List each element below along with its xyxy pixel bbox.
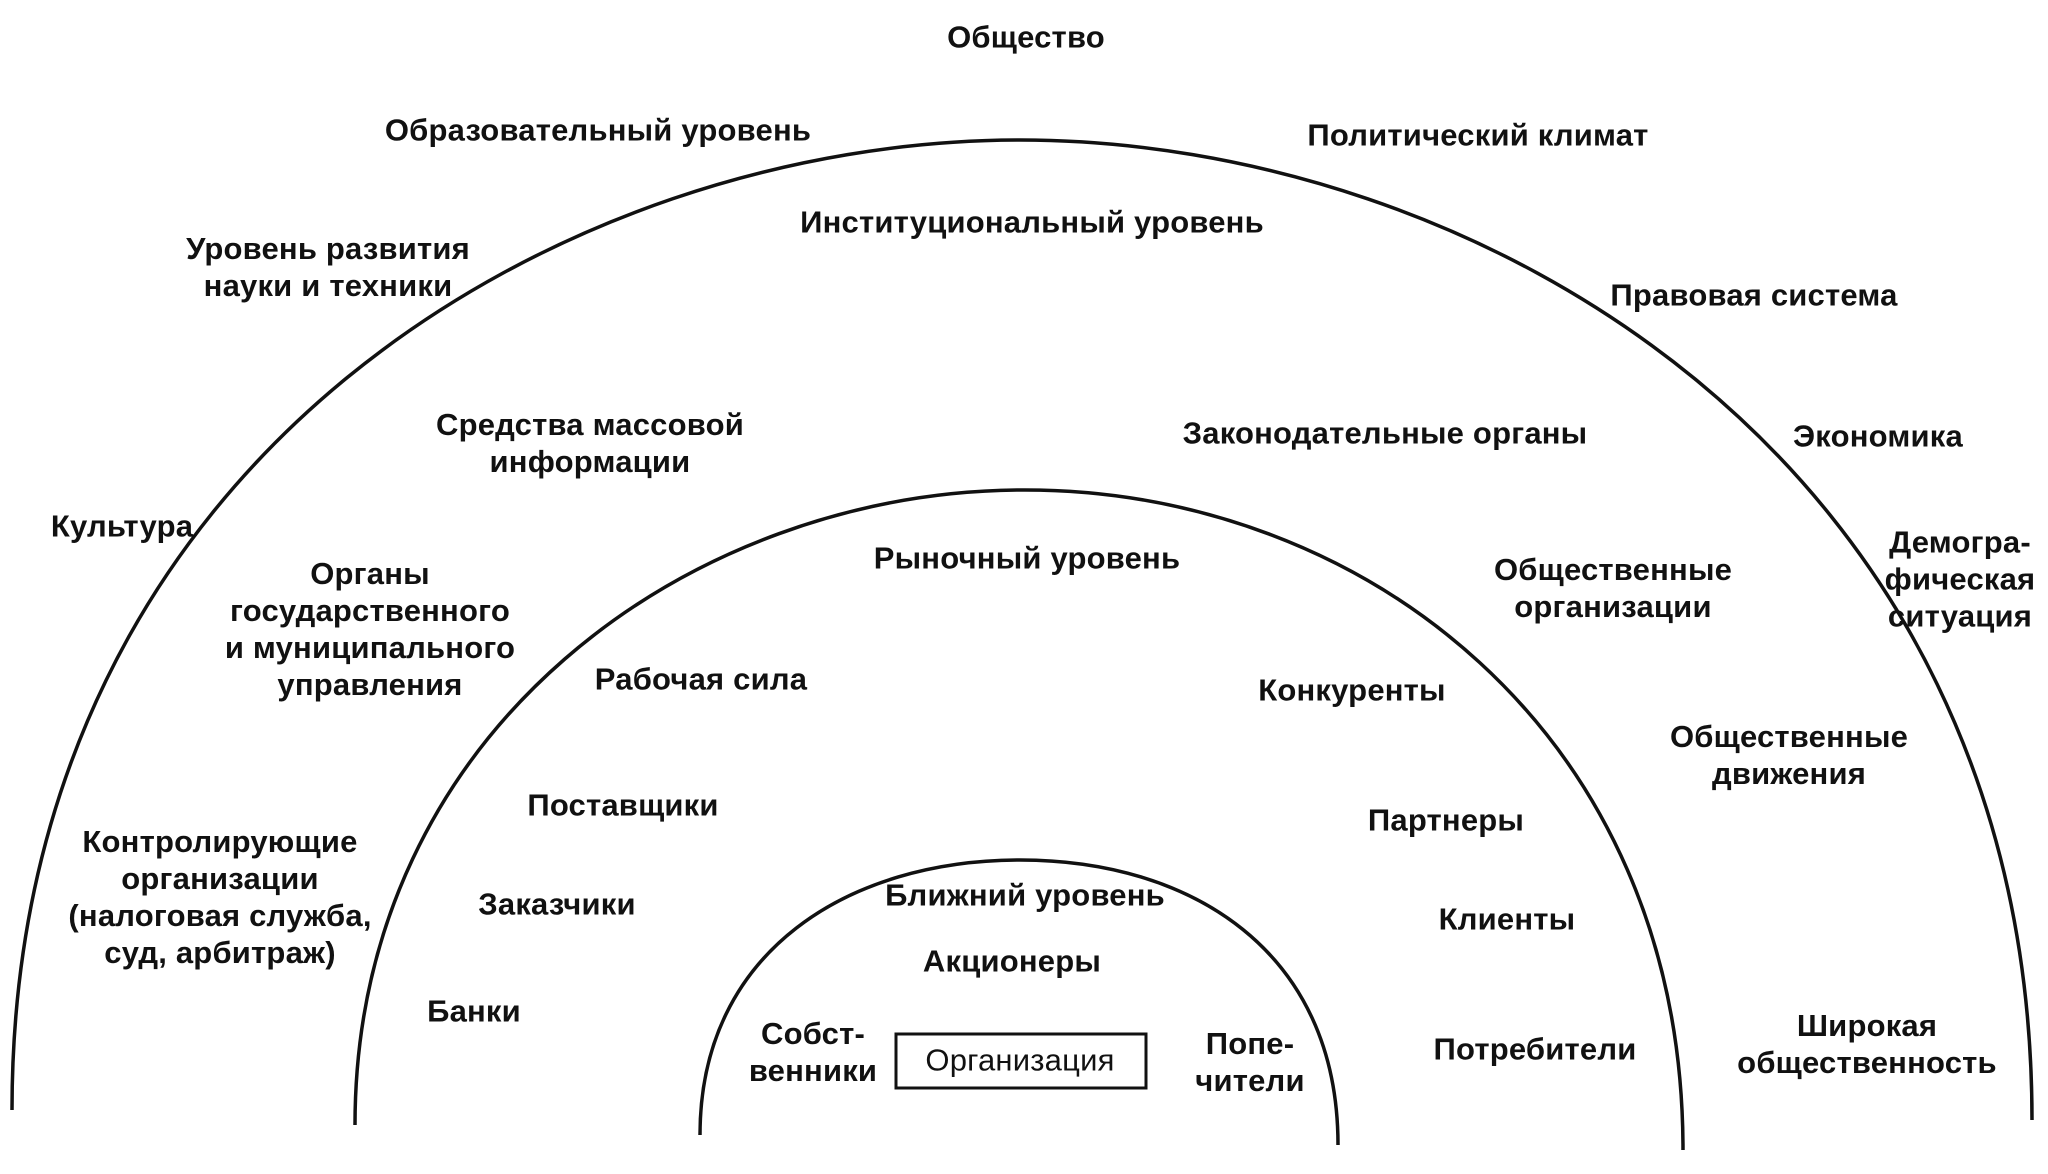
general-public-label: Широкая общественность: [1737, 1007, 1997, 1081]
workforce-label: Рабочая сила: [594, 661, 808, 697]
mass-media-line-1: Средства массовой: [436, 407, 744, 442]
owners-line-1: Собст-: [760, 1016, 865, 1051]
education-level-label: Образовательный уровень: [384, 112, 812, 148]
demography-line-3: ситуация: [1887, 598, 2033, 634]
legislative-bodies-label: Законодательные органы: [1182, 415, 1588, 451]
science-tech-line-2: науки и техники: [203, 268, 453, 303]
trustees-line-2: чители: [1195, 1063, 1305, 1098]
organization-label: Организация: [925, 1042, 1115, 1078]
government-bodies-line-2: государственного: [230, 593, 510, 628]
science-tech-line-1: Уровень развития: [186, 231, 470, 266]
demography-label: Демогра- фическая ситуация: [1885, 524, 2036, 635]
control-organizations-label: Контролирующие организации (налоговая сл…: [68, 823, 371, 971]
owners-line-2: венники: [748, 1053, 878, 1088]
demography-line-2: фическая: [1884, 561, 2036, 597]
shareholders-label: Акционеры: [922, 943, 1102, 979]
public-organizations-line-2: организации: [1514, 589, 1712, 624]
outer-arc-institutional-level: [10, 138, 2034, 1121]
demography-line-1: Демогра-: [1889, 524, 2031, 560]
culture-label: Культура: [50, 508, 194, 544]
mass-media-line-2: информации: [489, 444, 691, 479]
banks-label: Банки: [427, 993, 521, 1029]
science-tech-label: Уровень развития науки и техники: [186, 230, 470, 304]
middle-arc-market-level: [353, 488, 1685, 1151]
competitors-label: Конкуренты: [1258, 672, 1446, 708]
social-movements-label: Общественные движения: [1670, 718, 1908, 792]
economy-label: Экономика: [1793, 418, 1963, 454]
social-movements-line-1: Общественные: [1669, 719, 1909, 754]
social-movements-line-2: движения: [1711, 756, 1867, 791]
public-organizations-line-1: Общественные: [1493, 552, 1733, 587]
inner-arc-near-level: [698, 858, 1340, 1146]
organization-box: [894, 1032, 1148, 1090]
suppliers-label: Поставщики: [527, 787, 719, 823]
owners-label: Собст- венники: [749, 1015, 877, 1089]
near-level-title: Ближний уровень: [885, 877, 1165, 913]
control-organizations-line-2: организации: [121, 861, 319, 896]
institutional-level-title: Институциональный уровень: [800, 204, 1264, 240]
legal-system-label: Правовая система: [1610, 277, 1898, 313]
control-organizations-line-3: (налоговая служба,: [68, 898, 372, 933]
control-organizations-line-1: Контролирующие: [82, 824, 358, 859]
trustees-line-1: Попе-: [1205, 1026, 1295, 1061]
political-climate-label: Политический климат: [1307, 117, 1649, 153]
government-bodies-label: Органы государственного и муниципального…: [225, 555, 515, 703]
consumers-label: Потребители: [1433, 1031, 1637, 1067]
clients-label: Клиенты: [1438, 901, 1576, 937]
public-organizations-label: Общественные организации: [1494, 551, 1732, 625]
government-bodies-line-1: Органы: [310, 556, 430, 591]
control-organizations-line-4: суд, арбитраж): [104, 935, 336, 970]
trustees-label: Попе- чители: [1195, 1025, 1304, 1099]
general-public-line-2: общественность: [1737, 1045, 1997, 1080]
partners-label: Партнеры: [1367, 802, 1525, 838]
customers-label: Заказчики: [478, 886, 636, 922]
government-bodies-line-3: и муниципального: [224, 630, 516, 665]
society-title: Общество: [947, 19, 1105, 55]
mass-media-label: Средства массовой информации: [436, 406, 744, 480]
government-bodies-line-4: управления: [277, 667, 463, 702]
general-public-line-1: Широкая: [1796, 1008, 1938, 1043]
market-level-title: Рыночный уровень: [873, 540, 1181, 576]
